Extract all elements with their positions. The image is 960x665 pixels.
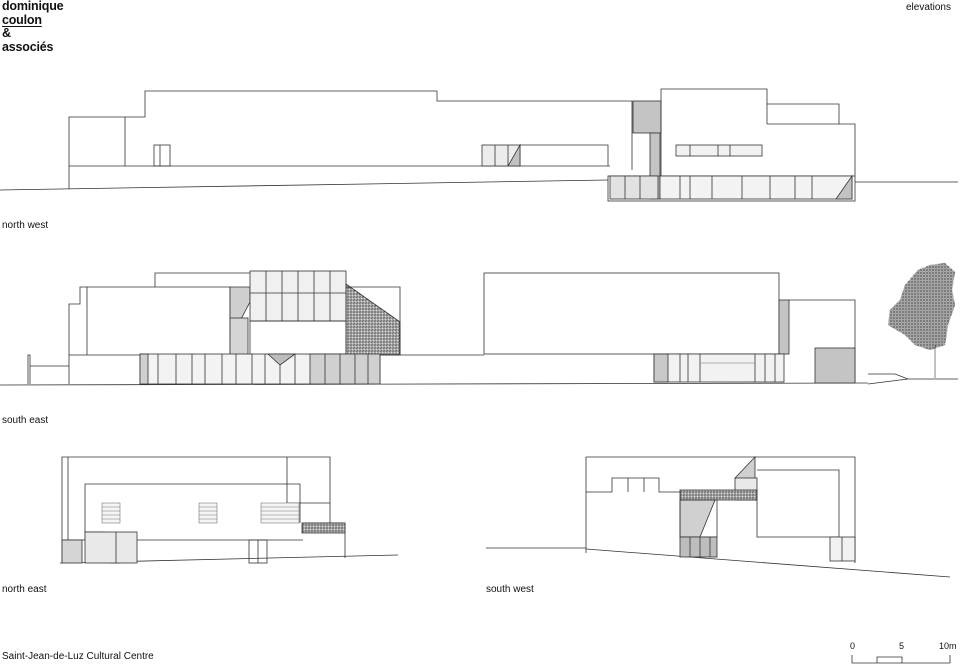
elevation-label-north-east: north east bbox=[2, 584, 47, 595]
north-east-elevation bbox=[59, 456, 399, 564]
sheet-title: elevations bbox=[905, 2, 951, 13]
elevation-label-north-west: north west bbox=[2, 220, 49, 231]
elevation-label-south-east: south east bbox=[2, 415, 49, 426]
logo-line-1: dominique bbox=[2, 0, 64, 13]
north-west-elevation bbox=[0, 88, 958, 202]
elevation-label-south-west: south west bbox=[486, 584, 534, 595]
logo-line-2: coulon bbox=[2, 12, 42, 27]
logo-line-3: & bbox=[2, 26, 11, 40]
logo-line-4: associés bbox=[2, 39, 54, 54]
scale-bar-graphic bbox=[851, 655, 951, 664]
scale-tick-10m: 10m bbox=[939, 641, 957, 651]
scale-tick-0: 0 bbox=[850, 641, 856, 651]
project-name: Saint-Jean-de-Luz Cultural Centre bbox=[2, 651, 154, 662]
south-east-elevation bbox=[0, 262, 958, 386]
scale-tick-5: 5 bbox=[899, 641, 905, 651]
office-logo: dominique coulon & associés bbox=[2, 0, 64, 54]
south-west-elevation bbox=[486, 456, 951, 578]
